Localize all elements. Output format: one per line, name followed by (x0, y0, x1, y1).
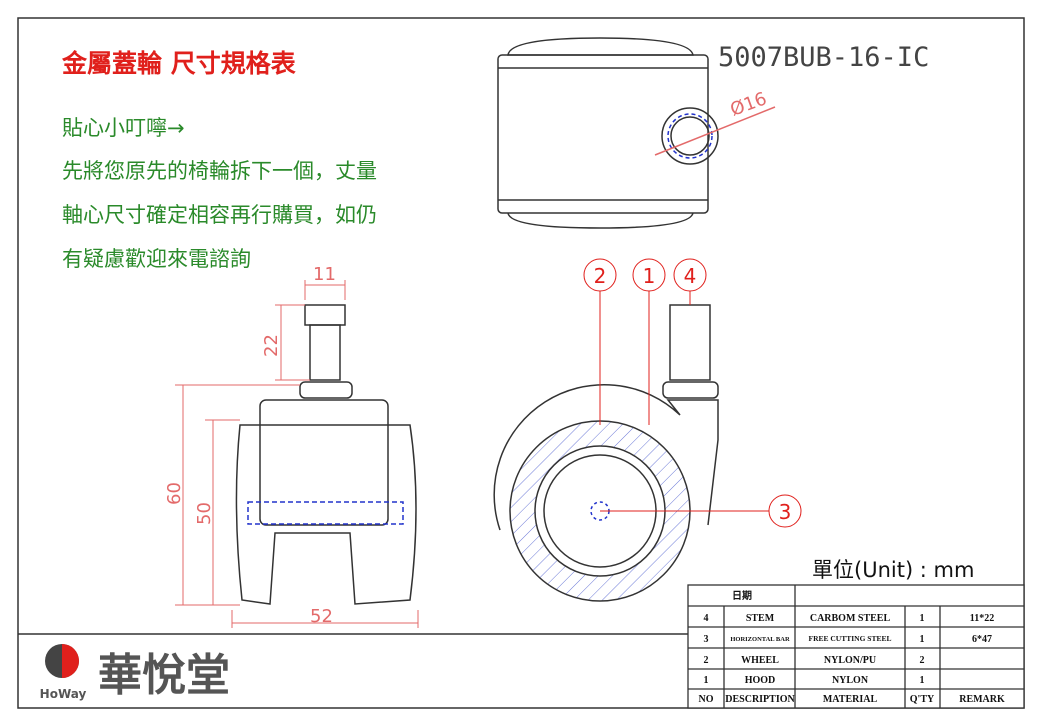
cell: 3 (704, 634, 709, 645)
cell: 6*47 (972, 634, 992, 645)
frame-border (17, 17, 1025, 709)
top-view (497, 37, 776, 229)
table-row: 4 STEM CARBOM STEEL 1 11*22 (704, 613, 995, 624)
callout-1: 1 (643, 264, 656, 288)
stem-height-label: 22 (261, 334, 282, 357)
note-line: 有疑慮歡迎來電諮詢 (62, 247, 251, 271)
header-cell: REMARK (959, 694, 1005, 705)
note-line: 先將您原先的椅輪拆下一個，丈量 (62, 159, 377, 183)
side-dimensions (175, 280, 419, 628)
cell: FREE CUTTING STEEL (809, 634, 892, 643)
cell: 1 (920, 613, 925, 624)
table-row: 2 WHEEL NYLON/PU 2 (704, 655, 925, 666)
callout-4: 4 (684, 264, 697, 288)
table-header: NO DESCRIPTION MATERIAL Q'TY REMARK (699, 694, 1005, 705)
front-view (493, 304, 719, 602)
parts-table (687, 584, 1025, 709)
header-cell: Q'TY (910, 694, 935, 705)
logo-text: HoWay (40, 687, 87, 701)
width-label: 52 (310, 606, 333, 627)
callout-leaders (583, 258, 802, 528)
cell: 1 (704, 675, 709, 686)
header-cell: NO (699, 694, 714, 705)
page-title: 金屬蓋輪 尺寸規格表 (61, 49, 297, 78)
callout-3: 3 (779, 500, 792, 524)
cell: 1 (920, 634, 925, 645)
side-view (235, 304, 417, 605)
cell: STEM (746, 613, 775, 624)
cell: CARBOM STEEL (810, 613, 891, 624)
table-row: 1 HOOD NYLON 1 (704, 675, 925, 686)
callout-2: 2 (594, 264, 607, 288)
cell: WHEEL (741, 655, 779, 666)
cell: 2 (920, 655, 925, 666)
stem-width-label: 11 (313, 264, 336, 285)
cell: 1 (920, 675, 925, 686)
header-cell: MATERIAL (823, 694, 878, 705)
cell: NYLON/PU (824, 655, 876, 666)
note: 貼心小叮嚀→ 先將您原先的椅輪拆下一個，丈量 軸心尺寸確定相容再行購買，如仍 有… (62, 116, 377, 271)
total-height-label: 60 (164, 482, 185, 505)
date-label: 日期 (732, 589, 752, 602)
header-cell: DESCRIPTION (725, 694, 795, 705)
cell: HOOD (745, 675, 776, 686)
diameter-label: Ø16 (728, 88, 770, 120)
brand-logo: HoWay (40, 644, 87, 701)
cell: 4 (704, 613, 709, 624)
cell: HORIZONTAL BAR (730, 636, 790, 643)
note-line: 貼心小叮嚀→ (62, 116, 185, 140)
brand-name: 華悅堂 (98, 650, 230, 701)
table-row: 3 HORIZONTAL BAR FREE CUTTING STEEL 1 6*… (704, 634, 993, 645)
cell: NYLON (832, 675, 869, 686)
model-number: 5007BUB-16-IC (718, 42, 929, 73)
cell: 11*22 (970, 613, 994, 624)
cell: 2 (704, 655, 709, 666)
wheel-height-label: 50 (194, 502, 215, 525)
unit-label: 單位(Unit) : mm (812, 558, 974, 582)
note-line: 軸心尺寸確定相容再行購買，如仍 (62, 203, 377, 227)
